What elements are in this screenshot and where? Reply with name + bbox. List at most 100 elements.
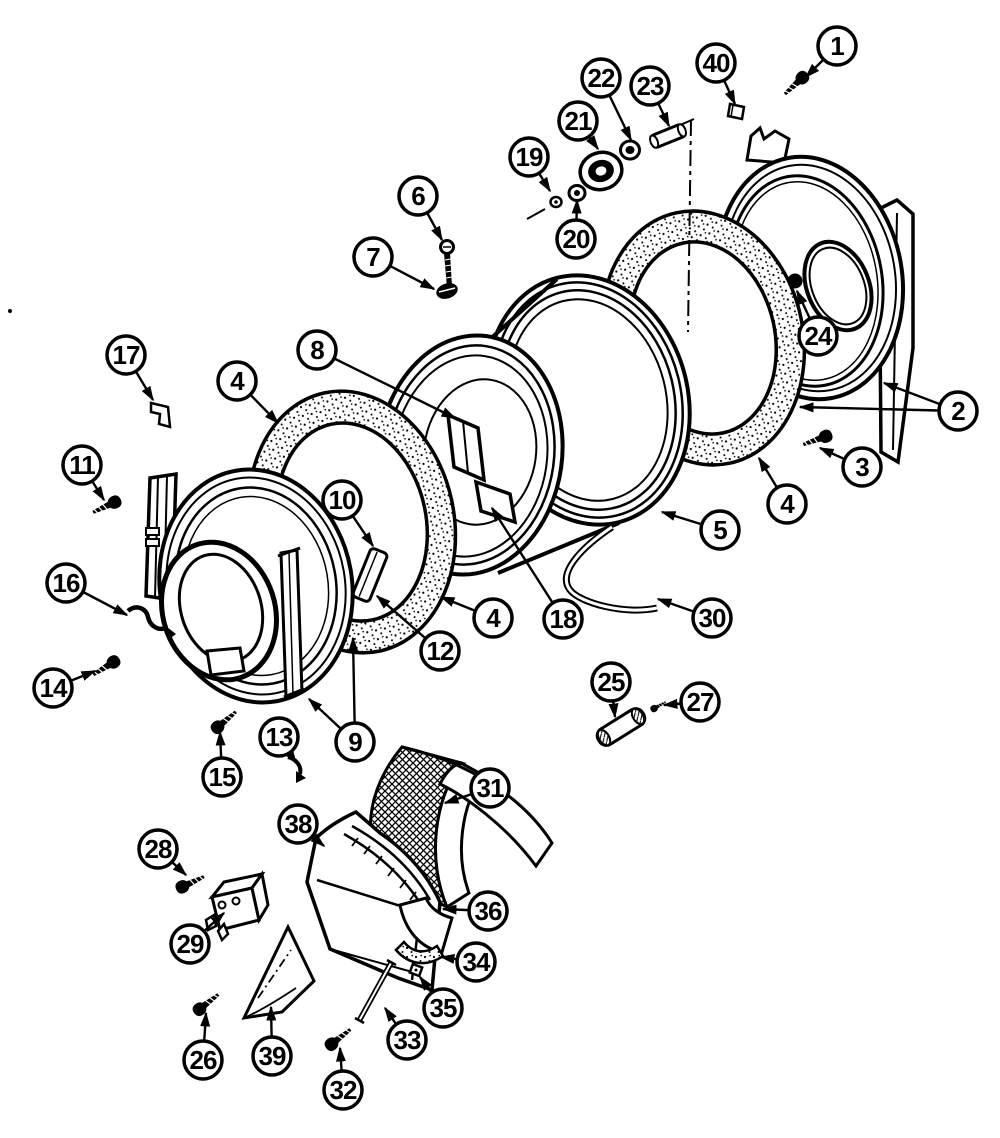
balloon-number-40: 40 [703,48,730,78]
balloon-4: 4 [216,360,258,402]
clip-part-16 [126,605,176,640]
balloon-number-16: 16 [53,568,80,598]
balloon-circle-32 [322,1069,364,1111]
front-panel-assembly [144,467,355,705]
balloon-number-17: 17 [113,340,140,370]
balloon-circle-23 [629,65,671,107]
balloon-circle-4 [766,483,808,525]
balloon-circle-14 [32,667,74,709]
balloon-number-22: 22 [588,63,615,93]
balloon-number-5: 5 [713,515,727,545]
balloon-circle-25 [590,661,632,703]
balloon-circle-40 [695,42,737,84]
balloon-circle-24 [797,315,839,357]
balloon-circle-39 [251,1035,293,1077]
balloon-4: 4 [766,483,808,525]
balloon-20: 20 [555,218,597,260]
balloon-24: 24 [797,315,839,357]
balloon-21: 21 [557,100,599,142]
balloon-40: 40 [695,42,737,84]
balloon-30: 30 [691,597,733,639]
fasteners [8,67,835,1054]
speck [8,309,12,313]
balloon-number-4: 4 [780,489,795,519]
balloon-number-3: 3 [855,452,869,482]
balloon-9: 9 [334,721,376,763]
balloon-circle-15 [201,756,243,798]
balloon-1: 1 [816,25,858,67]
balloon-circle-18 [542,598,584,640]
balloon-number-35: 35 [430,993,457,1023]
balloon-circle-27 [679,681,721,723]
balloon-circle-8 [296,329,338,371]
washer-part-19 [549,195,563,209]
balloon-number-19: 19 [516,142,543,172]
balloon-number-8: 8 [310,335,324,365]
balloon-number-14: 14 [40,673,68,703]
balloon-3: 3 [841,446,883,488]
balloon-number-34: 34 [463,947,491,977]
balloon-number-4: 4 [230,366,245,396]
balloon-number-13: 13 [266,722,293,752]
balloon-number-21: 21 [565,106,592,136]
grommet-part-7 [436,283,458,299]
balloon-number-32: 32 [330,1075,357,1105]
balloon-4: 4 [472,597,514,639]
balloon-number-33: 33 [394,1025,421,1055]
balloon-22: 22 [580,57,622,99]
screw-part-32 [321,1023,355,1054]
balloon-12: 12 [419,630,461,672]
balloon-circle-3 [841,446,883,488]
balloon-number-24: 24 [805,321,833,351]
balloon-circle-33 [386,1019,428,1061]
balloon-circle-2 [937,390,979,432]
balloon-circle-26 [182,1039,224,1081]
balloon-36: 36 [467,890,509,932]
balloon-number-9: 9 [348,727,362,757]
centerline [687,119,692,333]
balloon-number-39: 39 [259,1041,286,1071]
nut-part-22 [619,139,641,161]
balloon-23: 23 [629,65,671,107]
screw-part-11 [89,492,125,519]
balloon-circle-16 [45,562,87,604]
balloon-circle-4 [216,360,258,402]
balloon-circle-22 [580,57,622,99]
balloon-26: 26 [182,1039,224,1081]
balloon-number-26: 26 [190,1045,217,1075]
balloon-circle-35 [422,987,464,1029]
screw-part-28 [172,870,208,897]
shaft-assembly [526,118,695,333]
balloon-2: 2 [937,390,979,432]
balloon-circle-10 [321,479,363,521]
balloon-10: 10 [321,479,363,521]
balloon-number-15: 15 [209,762,236,792]
balloon-29: 29 [169,923,211,965]
balloon-circle-36 [467,890,509,932]
balloon-circle-1 [816,25,858,67]
balloon-19: 19 [508,136,550,178]
roller-part-25 [595,707,647,747]
balloon-circle-30 [691,597,733,639]
leader-line-8 [316,348,457,420]
screw-part-15 [207,706,241,738]
balloon-8: 8 [296,329,338,371]
support-rod-part-30 [562,524,658,614]
balloon-circle-34 [455,941,497,983]
balloon-number-20: 20 [563,224,590,254]
balloon-circle-17 [105,334,147,376]
balloon-number-29: 29 [177,929,204,959]
balloon-16: 16 [45,562,87,604]
balloon-25: 25 [590,661,632,703]
balloon-number-7: 7 [366,242,380,272]
balloon-number-27: 27 [687,687,714,717]
felt-cone-part-39 [241,923,316,1020]
balloon-number-28: 28 [145,834,172,864]
balloon-14: 14 [32,667,74,709]
balloon-31: 31 [469,767,511,809]
balloon-circle-29 [169,923,211,965]
balloon-number-30: 30 [699,603,726,633]
balloon-circle-28 [137,828,179,870]
balloon-circle-21 [557,100,599,142]
